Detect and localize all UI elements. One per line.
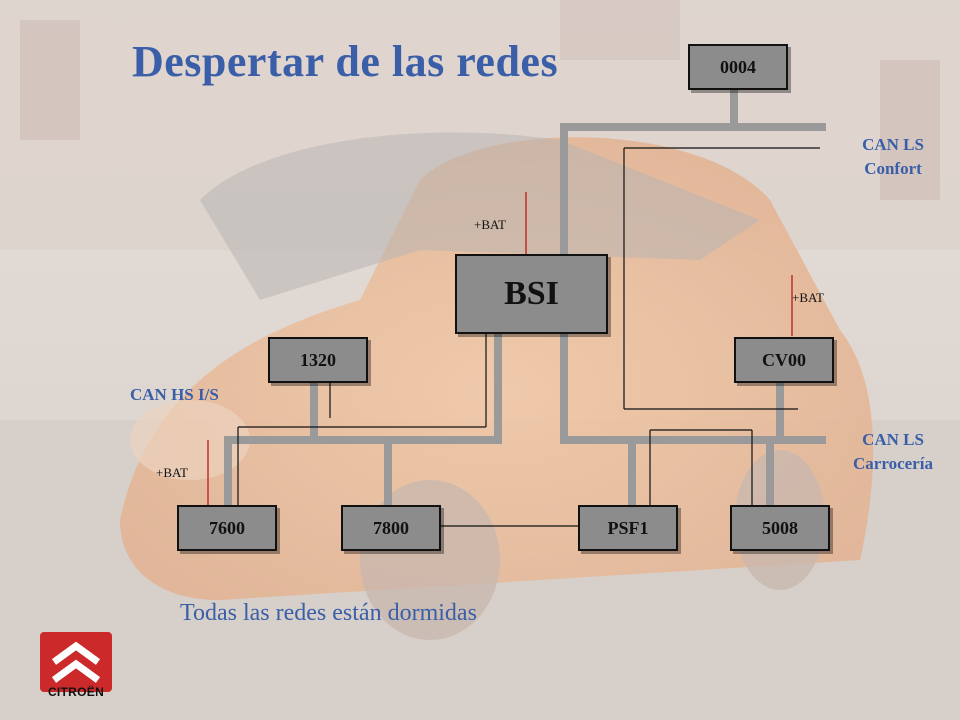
label-can-hs: CAN HS I/S — [130, 385, 219, 404]
label-can-ls-carroceria-line2: Carrocería — [853, 454, 933, 473]
label-can-ls-confort: CAN LS Confort — [838, 133, 948, 181]
citroen-logo-icon — [40, 632, 112, 692]
status-text: Todas las redes están dormidas — [180, 600, 477, 626]
logo-text: CITROËN — [47, 685, 105, 699]
label-can-ls-carroceria-line1: CAN LS — [862, 430, 924, 449]
label-can-ls-carroceria: CAN LS Carrocería — [838, 428, 948, 476]
wake-lines — [237, 147, 820, 527]
bat-label-cv00: +BAT — [792, 290, 824, 305]
can-ls-confort-bus — [560, 86, 826, 262]
node-1320: 1320 — [268, 337, 368, 383]
node-5008: 5008 — [730, 505, 830, 551]
label-can-ls-confort-line2: Confort — [864, 159, 922, 178]
node-0004: 0004 — [688, 44, 788, 90]
can-hs-bus — [224, 329, 502, 511]
label-can-ls-confort-line1: CAN LS — [862, 135, 924, 154]
page-title: Despertar de las redes — [132, 37, 559, 86]
node-7800: 7800 — [341, 505, 441, 551]
bat-label-bsi: +BAT — [474, 217, 506, 232]
bat-label-7600: +BAT — [156, 465, 188, 480]
can-ls-carroceria-bus — [560, 329, 826, 511]
node-bsi: BSI — [455, 254, 608, 334]
node-psf1: PSF1 — [578, 505, 678, 551]
node-7600: 7600 — [177, 505, 277, 551]
bat-feeds — [207, 192, 793, 505]
node-cv00: CV00 — [734, 337, 834, 383]
